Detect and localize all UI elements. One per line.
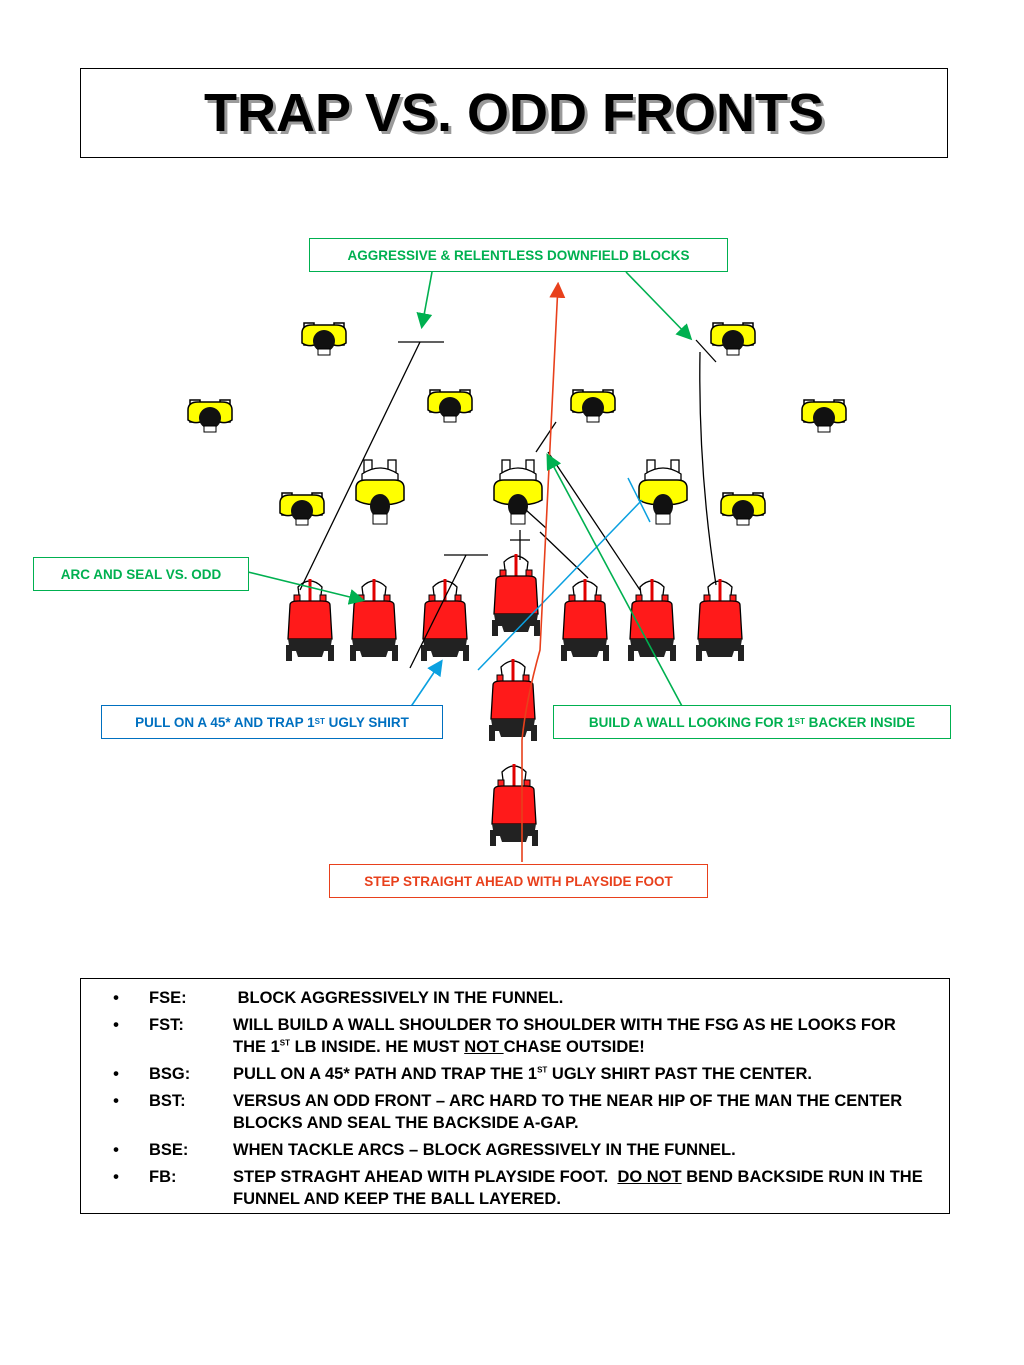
note-bse: • BSE: WHEN TACKLE ARCS – BLOCK AGRESSIV… [81, 1139, 949, 1161]
note-text-c: CHASE OUTSIDE! [503, 1038, 645, 1056]
callout-aggressive-blocks: AGGRESSIVE & RELENTLESS DOWNFIELD BLOCKS [309, 238, 728, 272]
defensive-lineman-1 [355, 459, 405, 525]
note-position: BSE: [149, 1141, 189, 1159]
note-sup: ST [537, 1065, 548, 1075]
note-text: BLOCK AGGRESSIVELY IN THE FUNNEL. [233, 989, 564, 1007]
arrow-arc-seal [247, 571, 366, 605]
note-text: PULL ON A 45* PATH AND TRAP THE 1ST UGLY… [233, 1063, 949, 1085]
fb-path [521, 281, 566, 862]
defender-7 [279, 492, 325, 526]
note-bullet: • [113, 1065, 119, 1083]
block-mark-3 [695, 339, 717, 363]
defender-1 [301, 322, 347, 356]
offense-player-fsg [559, 577, 611, 663]
note-text: VERSUS AN ODD FRONT – ARC HARD TO THE NE… [233, 1092, 903, 1132]
note-underline: DO NOT [617, 1168, 682, 1186]
offense-player-bsg [419, 577, 471, 663]
note-position: FSE: [149, 989, 187, 1007]
title-box: TRAP VS. ODD FRONTS [80, 68, 948, 158]
note-position: BST: [149, 1092, 186, 1110]
block-mark-4 [535, 421, 557, 453]
note-bsg: • BSG: PULL ON A 45* PATH AND TRAP THE 1… [81, 1063, 949, 1085]
note-text-b: BEND BACKSIDE RUN IN THE FUNNEL AND KEEP… [233, 1168, 923, 1208]
note-position: FB: [149, 1168, 177, 1186]
note-bullet: • [113, 1092, 119, 1110]
defense-formation [187, 322, 847, 526]
note-fst: • FST: WILL BUILD A WALL SHOULDER TO SHO… [81, 1014, 949, 1058]
fsg-path [539, 531, 589, 579]
defender-6 [801, 399, 847, 433]
defender-2 [710, 322, 756, 356]
note-sup: ST [279, 1038, 290, 1048]
block-mark-5 [525, 509, 547, 529]
trap-mark [627, 477, 651, 523]
callout-wall-post: BACKER INSIDE [804, 714, 916, 730]
note-underline: NOT [464, 1038, 504, 1056]
defender-5 [570, 389, 616, 423]
callout-wall-pre: BUILD A WALL LOOKING FOR 1 [588, 714, 795, 730]
defender-3 [187, 399, 233, 433]
note-bullet: • [113, 1168, 119, 1186]
note-text-a: PULL ON A 45* PATH AND TRAP THE 1 [233, 1065, 538, 1083]
arrow-wall [546, 453, 684, 709]
bst-path [409, 554, 467, 669]
defender-8 [720, 492, 766, 526]
note-bullet: • [113, 1016, 119, 1034]
note-position: BSG: [149, 1065, 191, 1083]
note-text: WHEN TACKLE ARCS – BLOCK AGRESSIVELY IN … [233, 1141, 736, 1159]
note-bst: • BST: VERSUS AN ODD FRONT – ARC HARD TO… [81, 1090, 949, 1134]
arrow-pull [409, 659, 443, 709]
callout-arc-seal-text: ARC AND SEAL VS. ODD [60, 566, 222, 582]
offense-player-qb [487, 657, 539, 743]
fst-path [547, 451, 641, 591]
note-position: FST: [149, 1016, 184, 1034]
callout-pull-post: UGLY SHIRT [324, 714, 409, 730]
arrow-aggressive-left [416, 271, 433, 330]
page-title: TRAP VS. ODD FRONTS [203, 83, 825, 143]
note-text-b: LB INSIDE. HE MUST [290, 1038, 465, 1056]
arrow-aggressive-right [625, 271, 693, 341]
note-text-b: UGLY SHIRT PAST THE CENTER. [547, 1065, 812, 1083]
offense-player-fb [488, 762, 540, 848]
note-text-a: WILL BUILD A WALL SHOULDER TO SHOULDER W… [233, 1016, 896, 1056]
defensive-lineman-2 [493, 459, 543, 525]
offense-player-bst [348, 577, 400, 663]
note-text: WILL BUILD A WALL SHOULDER TO SHOULDER W… [233, 1014, 949, 1058]
note-bullet: • [113, 989, 119, 1007]
callout-pull-pre: PULL ON A 45* AND TRAP 1 [135, 714, 315, 730]
note-fse: • FSE: BLOCK AGGRESSIVELY IN THE FUNNEL. [81, 987, 949, 1009]
note-bullet: • [113, 1141, 119, 1159]
offense-player-center [490, 552, 542, 638]
bse-path [299, 341, 421, 591]
note-text: STEP STRAGHT AHEAD WITH PLAYSIDE FOOT. D… [233, 1166, 949, 1210]
offense-player-fse [694, 577, 746, 663]
defender-4 [427, 389, 473, 423]
callout-step-text: STEP STRAIGHT AHEAD WITH PLAYSIDE FOOT [364, 873, 673, 889]
callout-aggressive-text: AGGRESSIVE & RELENTLESS DOWNFIELD BLOCKS [347, 247, 690, 263]
note-text-a: STEP STRAGHT AHEAD WITH PLAYSIDE FOOT. [233, 1168, 618, 1186]
coaching-notes: • FSE: BLOCK AGGRESSIVELY IN THE FUNNEL.… [80, 978, 950, 1214]
note-fb: • FB: STEP STRAGHT AHEAD WITH PLAYSIDE F… [81, 1166, 949, 1210]
callout-arc-seal: ARC AND SEAL VS. ODD [33, 557, 249, 591]
block-paths [299, 339, 717, 669]
trap-path [477, 499, 643, 671]
callout-step-straight: STEP STRAIGHT AHEAD WITH PLAYSIDE FOOT [329, 864, 708, 898]
fse-path [699, 351, 717, 586]
